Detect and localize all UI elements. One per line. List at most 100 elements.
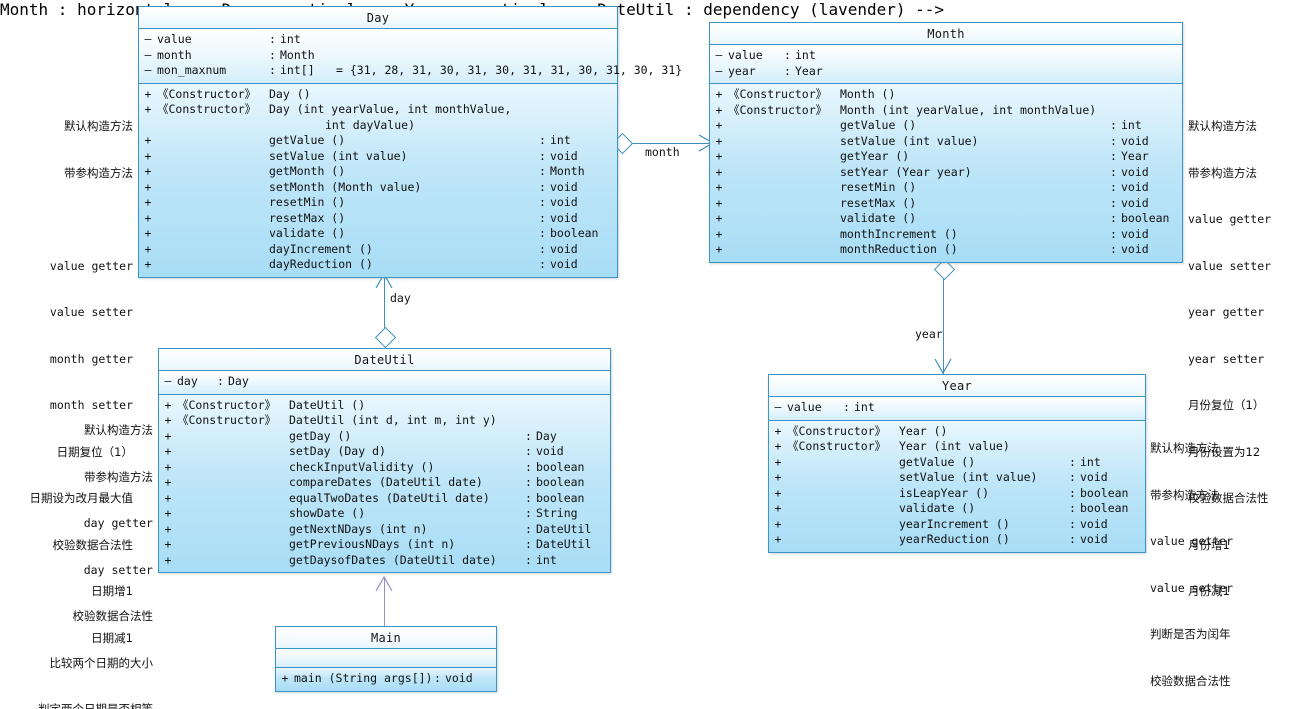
operation-signature: setValue (int value): [840, 133, 979, 148]
operation-signature: validate (): [899, 501, 976, 515]
operation-signature: getValue (): [899, 454, 976, 469]
visibility-marker: –: [144, 47, 152, 62]
operation-row: + setValue (int value) :void: [769, 470, 1145, 486]
operation-signature-wrap: int dayValue): [325, 117, 416, 132]
return-type: :void: [1069, 470, 1108, 484]
attribute-default-value: = {31, 28, 31, 30, 31, 30, 31, 31, 30, 3…: [336, 63, 683, 77]
stereotype-label: 《Constructor》: [157, 86, 257, 101]
stereotype-label: 《Constructor》: [177, 397, 277, 412]
return-type: :DateUtil: [525, 537, 592, 551]
visibility-marker: –: [144, 32, 152, 46]
operation-signature: yearIncrement (): [899, 516, 1010, 531]
visibility-marker: –: [715, 63, 723, 78]
association-line-day-month: [628, 143, 712, 144]
return-type: :void: [539, 148, 578, 163]
attribute-name: year:Year: [728, 63, 823, 78]
operation-signature: 《Constructor》Year (int value): [787, 439, 1010, 453]
attribute-row: – day:Day: [159, 374, 610, 390]
return-type: :boolean: [1110, 211, 1170, 225]
class-title-year: Year: [769, 375, 1145, 397]
attribute-name: month:Month: [157, 47, 315, 62]
return-type: :void: [539, 241, 578, 256]
operation-row: + getValue () :int: [769, 455, 1145, 471]
operation-row: + 《Constructor》Month (): [710, 87, 1182, 103]
return-type: :boolean: [525, 459, 585, 474]
operation-signature: getPreviousNDays (int n): [289, 537, 456, 551]
operation-signature: getNextNDays (int n): [289, 521, 428, 536]
attribute-row: – value:int: [710, 48, 1182, 64]
association-line-dateutil-day: [384, 275, 385, 337]
note-line: 日期增1: [91, 584, 133, 598]
visibility-marker: +: [715, 226, 723, 241]
operation-row: + getValue () :int: [139, 133, 617, 149]
note-line: 带参构造方法: [1150, 487, 1219, 502]
visibility-marker: +: [164, 475, 172, 489]
return-type: :void: [1110, 164, 1149, 179]
operation-row: + getYear () :Year: [710, 149, 1182, 165]
operation-row: + resetMax () :void: [710, 196, 1182, 212]
visibility-marker: +: [144, 241, 152, 256]
visibility-marker: +: [774, 532, 782, 546]
association-label-day: day: [390, 291, 411, 305]
operation-row: + 《Constructor》DateUtil (): [159, 398, 610, 414]
class-box-main[interactable]: Main + main (String args[]) :void: [275, 626, 497, 692]
operation-row: + getNextNDays (int n) :DateUtil: [159, 522, 610, 538]
class-attributes-dateutil: – day:Day: [159, 371, 610, 395]
return-type: :String: [525, 506, 578, 520]
visibility-marker: +: [144, 133, 152, 147]
operation-signature: setValue (int value): [899, 470, 1038, 484]
note-line: 带参构造方法: [84, 469, 153, 484]
note-line: value setter: [1150, 580, 1234, 595]
attribute-name: mon_maxnum:int[]= {31, 28, 31, 30, 31, 3…: [157, 63, 683, 77]
note-line: 日期设为改月最大值: [29, 491, 134, 505]
attribute-name: day:Day: [177, 374, 249, 388]
notes-dateutil: 默认构造方法 带参构造方法 day getter day setter 校验数据…: [0, 392, 153, 709]
attribute-name: value:int: [787, 400, 875, 414]
aggregation-diamond-dateutil-day: [374, 326, 397, 349]
visibility-marker: +: [144, 257, 152, 271]
note-line: 日期复位（1）: [56, 444, 133, 459]
attribute-row: – year:Year: [710, 64, 1182, 80]
visibility-marker: +: [144, 164, 152, 178]
note-line: 带参构造方法: [1188, 165, 1257, 180]
operation-row: + 《Constructor》Year (int value): [769, 439, 1145, 455]
operation-row: + getMonth () :Month: [139, 164, 617, 180]
arrow-head-month-year: [934, 358, 952, 375]
attribute-row: – mon_maxnum:int[]= {31, 28, 31, 30, 31,…: [139, 63, 683, 79]
operation-signature: getDaysofDates (DateUtil date): [289, 552, 497, 567]
operation-row: + resetMax () :void: [139, 211, 617, 227]
visibility-marker: +: [774, 454, 782, 469]
class-box-day[interactable]: Day – value:int – month:Month – mon_maxn…: [138, 6, 683, 278]
operation-signature: checkInputValidity (): [289, 459, 435, 474]
return-type: :boolean: [525, 490, 585, 505]
class-attributes-year: – value:int: [769, 397, 1145, 421]
class-title-main: Main: [276, 627, 496, 649]
note-line: value setter: [49, 305, 133, 319]
note-line: day getter: [83, 516, 153, 530]
class-box-year[interactable]: Year – value:int + 《Constructor》Year () …: [768, 374, 1146, 553]
class-box-month[interactable]: Month – value:int – year:Year + 《Constru…: [709, 22, 1183, 263]
notes-year: 默认构造方法 带参构造方法 value getter value setter …: [1150, 410, 1299, 709]
class-title-dateutil: DateUtil: [159, 349, 610, 371]
note-line: 带参构造方法: [64, 165, 133, 180]
visibility-marker: –: [144, 63, 152, 77]
association-label-year: year: [915, 327, 943, 341]
return-type: :boolean: [1069, 485, 1129, 500]
class-box-dateutil[interactable]: DateUtil – day:Day + 《Constructor》DateUt…: [158, 348, 611, 573]
visibility-marker: +: [144, 195, 152, 209]
note-line: value getter: [1150, 534, 1234, 548]
operation-signature: getValue (): [840, 118, 917, 132]
operation-signature: monthIncrement (): [840, 226, 958, 241]
operation-row: + validate () :boolean: [769, 501, 1145, 517]
visibility-marker: –: [715, 48, 723, 62]
operation-signature: main (String args[]): [294, 671, 433, 685]
operation-row: + setDay (Day d) :void: [159, 444, 610, 460]
operation-signature: 《Constructor》Month (): [728, 87, 896, 101]
note-line: 校验数据合法性: [1150, 673, 1231, 688]
visibility-marker: +: [164, 537, 172, 551]
class-title-day: Day: [139, 7, 617, 29]
visibility-marker: –: [774, 400, 782, 414]
operation-row: + main (String args[]) :void: [276, 671, 496, 687]
dependency-line-main-dateutil: [384, 578, 385, 628]
